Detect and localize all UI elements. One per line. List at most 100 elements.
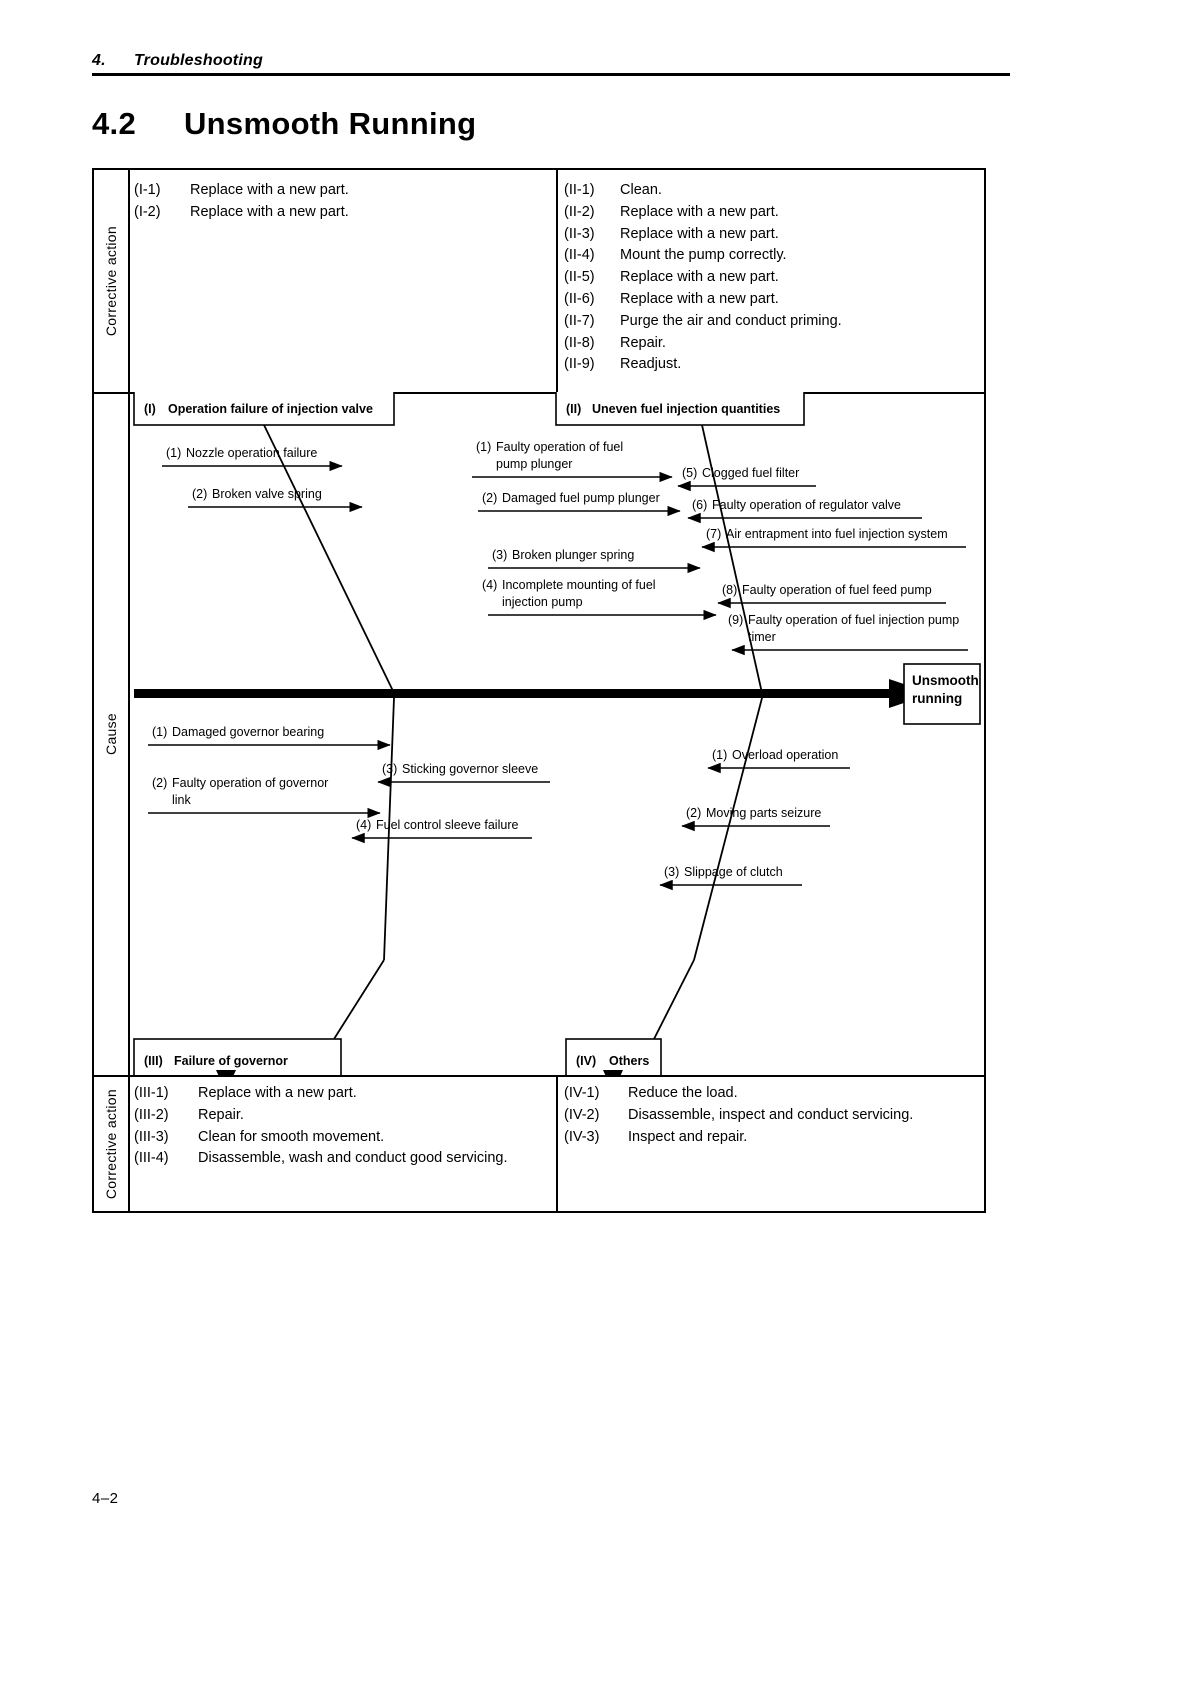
action-text: Disassemble, wash and conduct good servi… — [198, 1150, 508, 1167]
action-text: Clean for smooth movement. — [198, 1128, 385, 1145]
action-text: Purge the air and conduct priming. — [620, 312, 842, 329]
action-text: Replace with a new part. — [190, 182, 349, 198]
category-IV-code: (IV) — [576, 1054, 596, 1068]
cause-IV-3-num: (3) — [664, 865, 679, 879]
cause-II-7-text: Air entrapment into fuel injection syste… — [726, 527, 948, 541]
action-text: Mount the pump correctly. — [620, 247, 787, 264]
action-code: (I-2) — [134, 203, 161, 220]
cause-II-6-text: Faulty operation of regulator valve — [712, 498, 901, 512]
cause-IV-1-num: (1) — [712, 748, 727, 762]
corrective-action-list-II: (II-1)Clean. (II-2)Replace with a new pa… — [564, 180, 842, 376]
corrective-action-list-I: (I-1)Replace with a new part. (I-2)Repla… — [134, 180, 349, 224]
cause-II-1-line2: pump plunger — [496, 457, 572, 471]
cause-II-9-num: (9) — [728, 613, 743, 627]
cause-III-3-num: (3) — [382, 762, 397, 776]
divider-bottom-columns — [556, 1075, 558, 1213]
category-II-code: (II) — [566, 402, 581, 416]
category-box-III — [133, 1038, 342, 1075]
corrective-action-list-III: (III-1)Replace with a new part. (III-2)R… — [134, 1083, 508, 1170]
category-box-II — [555, 392, 805, 426]
action-text: Reduce the load. — [628, 1085, 738, 1101]
rib-II — [701, 424, 763, 694]
action-code: (IV-1) — [564, 1085, 600, 1101]
header-text: 4.Troubleshooting — [92, 52, 1010, 70]
cause-IV-2-text: Moving parts seizure — [706, 806, 821, 820]
action-row: (II-2)Replace with a new part. — [564, 202, 842, 224]
action-code: (II-3) — [564, 225, 595, 242]
category-III-label: Failure of governor — [174, 1054, 288, 1068]
rib-III — [383, 697, 395, 961]
cause-II-1-num: (1) — [476, 440, 491, 454]
cause-II-1-line1: Faulty operation of fuel — [496, 440, 623, 454]
cause-II-7-num: (7) — [706, 527, 721, 541]
rail-label-top: Corrective action — [103, 225, 119, 337]
cause-II-3-num: (3) — [492, 548, 507, 562]
action-code: (II-1) — [564, 182, 595, 198]
action-row: (II-9) Readjust. — [564, 354, 842, 376]
action-text: Replace with a new part. — [620, 225, 779, 242]
cause-II-5-num: (5) — [682, 466, 697, 480]
cause-III-1-num: (1) — [152, 725, 167, 739]
cause-I-1-text: Nozzle operation failure — [186, 446, 317, 460]
section-number: 4.2 — [92, 106, 136, 141]
action-row: (II-3) Replace with a new part. — [564, 224, 842, 246]
action-text: Repair. — [620, 334, 666, 351]
action-code: (III-4) — [134, 1150, 169, 1167]
action-row: (III-1)Replace with a new part. — [134, 1083, 508, 1105]
action-code: (IV-2) — [564, 1106, 600, 1123]
action-code: (II-8) — [564, 334, 595, 351]
cause-II-9-line2: timer — [748, 630, 776, 644]
cause-III-2-line2: link — [172, 793, 192, 807]
action-text: Readjust. — [620, 356, 682, 373]
rib-I — [263, 424, 395, 694]
header-rule — [92, 73, 1010, 76]
action-row: (II-6)Replace with a new part. — [564, 289, 842, 311]
page-title: 4.2 Unsmooth Running — [92, 106, 476, 142]
action-text: Clean. — [620, 182, 662, 198]
action-code: (II-9) — [564, 356, 595, 373]
action-text: Disassemble, inspect and conduct servici… — [628, 1106, 914, 1123]
category-II-label: Uneven fuel injection quantities — [592, 402, 780, 416]
action-row: (II-8) Repair. — [564, 333, 842, 355]
action-code: (II-2) — [564, 203, 595, 220]
category-IV-label: Others — [609, 1054, 649, 1068]
cause-II-2-text: Damaged fuel pump plunger — [502, 491, 660, 505]
action-row: (IV-1) Reduce the load. — [564, 1083, 913, 1105]
cause-III-1-text: Damaged governor bearing — [172, 725, 324, 739]
fishbone-diagram: Corrective action Cause Corrective actio… — [92, 168, 986, 1213]
action-row: (IV-3)Inspect and repair. — [564, 1127, 913, 1149]
cause-I-1-num: (1) — [166, 446, 181, 460]
cause-IV-2-num: (2) — [686, 806, 701, 820]
cause-I-2-text: Broken valve spring — [212, 487, 322, 501]
cause-II-8-num: (8) — [722, 583, 737, 597]
chapter-title: Troubleshooting — [134, 52, 263, 69]
effect-line2: running — [912, 691, 962, 706]
cause-IV-3-text: Slippage of clutch — [684, 865, 783, 879]
page-number: 4–2 — [92, 1490, 119, 1507]
cause-III-2-line1: Faulty operation of governor — [172, 776, 328, 790]
cause-III-2-num: (2) — [152, 776, 167, 790]
action-row: (III-4) Disassemble, wash and conduct goo… — [134, 1148, 508, 1170]
action-row: (III-2)Repair. — [134, 1105, 508, 1127]
cause-II-6-num: (6) — [692, 498, 707, 512]
cause-I-2-num: (2) — [192, 487, 207, 501]
category-I-code: (I) — [144, 402, 156, 416]
effect-box — [903, 663, 981, 725]
action-row: (I-2)Replace with a new part. — [134, 202, 349, 224]
cause-II-2-num: (2) — [482, 491, 497, 505]
cause-II-9-line1: Faulty operation of fuel injection pump — [748, 613, 959, 627]
effect-line1: Unsmooth — [912, 673, 979, 688]
rail-label-bottom: Corrective action — [103, 1088, 119, 1200]
divider-top-band — [94, 392, 984, 394]
section-title-text: Unsmooth Running — [184, 106, 477, 141]
action-code: (II-7) — [564, 312, 595, 329]
divider-bottom-band — [94, 1075, 984, 1077]
action-text: Inspect and repair. — [628, 1128, 748, 1145]
rail-corrective-action-bottom: Corrective action — [94, 1075, 130, 1213]
cause-III-4-num: (4) — [356, 818, 371, 832]
action-row: (I-1)Replace with a new part. — [134, 180, 349, 202]
cause-II-5-text: Clogged fuel filter — [702, 466, 799, 480]
action-text: Replace with a new part. — [620, 290, 779, 307]
cause-II-4-line1: Incomplete mounting of fuel — [502, 578, 656, 592]
corrective-action-list-IV: (IV-1) Reduce the load. (IV-2) Disassemble… — [564, 1083, 913, 1148]
